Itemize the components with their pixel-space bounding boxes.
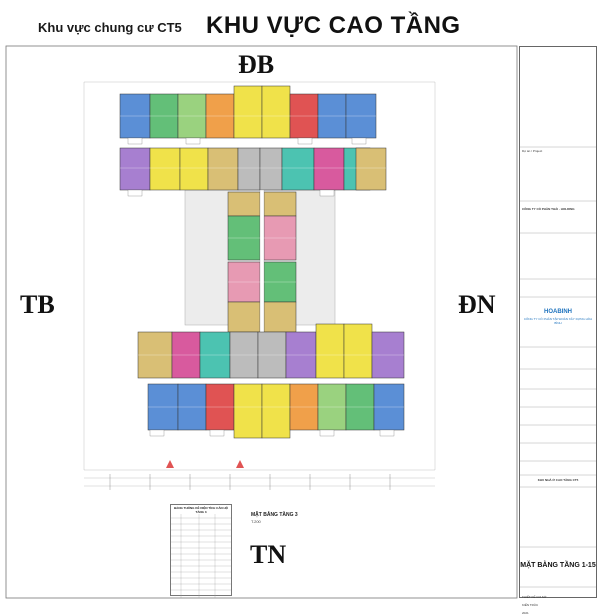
top-row-units bbox=[119, 85, 377, 139]
corridor bbox=[259, 189, 265, 336]
project-label: Dự án / Project bbox=[522, 149, 543, 153]
title-block-grid bbox=[520, 146, 596, 588]
north-arrow-icon bbox=[166, 460, 244, 468]
apartment-unit bbox=[343, 323, 373, 379]
discipline: KIẾN TRÚC bbox=[522, 603, 539, 607]
central-spine-right bbox=[263, 191, 297, 333]
consultant-logo: HOABINH bbox=[544, 309, 572, 315]
apartment-unit bbox=[315, 323, 345, 379]
sheet-title: MẶT BẰNG TẦNG 1-15 bbox=[520, 562, 596, 569]
floor-plan-drawing bbox=[5, 45, 589, 599]
drawing-scale: T.200 bbox=[251, 519, 261, 524]
area-tags bbox=[127, 137, 395, 437]
apartment-unit bbox=[227, 191, 261, 217]
grid-lines bbox=[83, 81, 436, 487]
apartment-unit bbox=[263, 301, 297, 333]
bottom-row-units bbox=[147, 383, 405, 439]
apartment-unit bbox=[261, 383, 291, 439]
consultant-name: CÔNG TY CỔ PHẦN TẬP ĐOÀN XÂY DỰNG HÒA BÌ… bbox=[523, 317, 593, 325]
apartment-unit bbox=[313, 147, 345, 191]
page-title: KHU VỰC CAO TẦNG bbox=[206, 12, 461, 39]
phase: THIẾT KẾ CƠ SỞ bbox=[522, 595, 547, 599]
apartment-unit bbox=[227, 301, 261, 333]
building-label: KHU NHÀ Ở CAO TẦNG CT5 bbox=[537, 478, 579, 482]
core-stair bbox=[237, 147, 261, 191]
apartment-unit bbox=[281, 147, 315, 191]
sheet-frame bbox=[5, 45, 518, 599]
apartment-unit bbox=[261, 85, 291, 139]
second-row-units bbox=[119, 147, 387, 191]
apartment-unit bbox=[119, 147, 151, 191]
lower-row-units bbox=[137, 323, 405, 379]
apartment-unit bbox=[149, 147, 181, 191]
direction-label-south-west: TN bbox=[250, 540, 287, 569]
client-name: CÔNG TY CỔ PHẦN THÁI - HOLDING bbox=[522, 207, 575, 211]
apartment-unit bbox=[179, 147, 209, 191]
floor-plan-sheet: Khu vực chung cư CT5 KHU VỰC CAO TẦNG bbox=[5, 12, 597, 615]
area-schedule-title: BẢNG THỐNG KÊ DIỆN TÍCH CĂN HỘ TẦNG 3 bbox=[174, 506, 228, 514]
core-lift bbox=[259, 147, 283, 191]
apartment-unit bbox=[233, 85, 263, 139]
area-schedule-grid bbox=[171, 514, 231, 598]
central-spine-left bbox=[227, 191, 261, 333]
apartment-unit bbox=[263, 191, 297, 217]
room-partitions bbox=[120, 115, 404, 408]
title-block: Dự án / Project CÔNG TY CỔ PHẦN THÁI - H… bbox=[519, 46, 597, 615]
drawing-caption: MẶT BẰNG TẦNG 3 bbox=[251, 512, 298, 518]
area-schedule-table: BẢNG THỐNG KÊ DIỆN TÍCH CĂN HỘ TẦNG 3 bbox=[170, 504, 232, 598]
year: 2021 bbox=[522, 611, 529, 615]
direction-label-south-east: ĐN bbox=[458, 290, 496, 319]
dimension-ticks bbox=[109, 474, 391, 490]
apartment-unit bbox=[207, 147, 239, 191]
direction-label-north-east: ĐB bbox=[238, 50, 275, 79]
apartment-unit bbox=[233, 383, 263, 439]
apartment-unit bbox=[355, 147, 387, 191]
subtitle: Khu vực chung cư CT5 bbox=[38, 20, 182, 35]
direction-label-north-west: TB bbox=[20, 290, 55, 319]
